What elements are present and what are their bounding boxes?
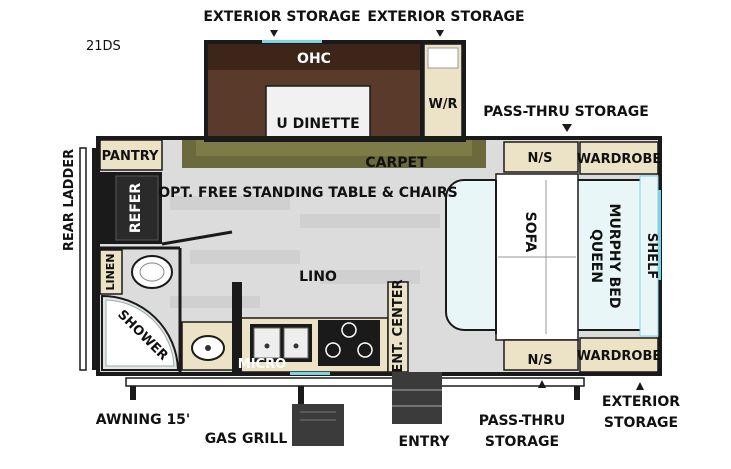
pantry-label: PANTRY	[102, 149, 159, 164]
lino-label: LINO	[299, 269, 337, 285]
ent-center-label: ENT. CENTER	[391, 279, 406, 372]
carpet-label: CARPET	[365, 155, 427, 171]
kitchen	[232, 281, 409, 373]
gas-grill	[292, 404, 344, 446]
carpet-front-inner	[196, 140, 472, 156]
refer-door	[115, 175, 159, 241]
slideout-edge	[204, 138, 466, 142]
ohc-cabinet	[208, 44, 420, 70]
nightstand-bottom	[503, 339, 579, 371]
entry-steps	[392, 372, 442, 424]
exterior-storage-top-right-label: EXTERIOR STORAGE	[367, 9, 524, 25]
toilet-bowl	[139, 262, 165, 282]
arrow-down-storage-right-icon	[436, 30, 444, 37]
floor-planks	[170, 196, 440, 308]
bath-door	[161, 230, 233, 246]
exterior	[125, 372, 585, 446]
rear-ladder	[79, 147, 87, 371]
front-section	[262, 40, 661, 375]
wardrobe-bottom-label: WARDROBE	[577, 349, 661, 364]
rear-ladder-label: REAR LADDER	[62, 149, 77, 251]
awning-label: AWNING 15'	[96, 412, 190, 428]
drain-left-icon	[264, 343, 270, 349]
sink-basin-right	[283, 327, 309, 359]
burners-icon	[325, 322, 373, 358]
refer-label: REFER	[128, 183, 144, 233]
wardrobe-top	[579, 141, 659, 175]
awning-arm-left	[130, 386, 136, 400]
pass-thru-storage-top-label: PASS-THRU STORAGE	[483, 104, 649, 120]
grill-mount	[298, 386, 304, 404]
wr-drawer	[427, 47, 459, 69]
rear-bumper	[92, 148, 96, 370]
awning-arm-right	[574, 386, 580, 400]
ns-bottom-label: N/S	[528, 353, 553, 368]
drain-right-icon	[293, 343, 299, 349]
arrow-down-storage-left-icon	[270, 30, 278, 37]
nightstand-top	[503, 141, 579, 173]
rear-section	[79, 139, 239, 372]
arrow-down-passthru-icon	[562, 124, 572, 132]
shelf-label: SHELF	[644, 233, 659, 279]
queen-label: QUEEN	[588, 229, 604, 283]
murphy-bed-label: MURPHY BED	[606, 204, 622, 309]
sofa-label: SOFA	[522, 212, 538, 253]
storage-label: STORAGE	[604, 415, 678, 431]
opt-table-label: OPT. FREE STANDING TABLE & CHAIRS	[158, 185, 457, 201]
kitchen-wall	[232, 282, 242, 372]
shower-pan	[105, 299, 175, 367]
arrows	[270, 30, 644, 390]
arrow-up-passthru-icon	[538, 380, 546, 388]
wardrobe-bottom	[579, 337, 659, 373]
arrow-up-storage-icon	[636, 382, 644, 390]
exterior-storage-top-left-label: EXTERIOR STORAGE	[203, 9, 360, 25]
model-label: 21DS	[86, 39, 121, 54]
gas-grill-label: GAS GRILL	[205, 431, 288, 447]
exterior-label: EXTERIOR	[602, 394, 680, 410]
pantry	[99, 139, 163, 171]
pass-thru-storage-label: STORAGE	[485, 434, 559, 450]
sink-basin-left	[253, 327, 281, 359]
stove	[318, 320, 380, 366]
pass-thru-label: PASS-THRU	[479, 413, 566, 429]
window-bottom	[290, 372, 330, 375]
ohc-label: OHC	[297, 51, 331, 67]
micro-label: MICRO	[238, 357, 286, 372]
linen-label: LINEN	[104, 253, 117, 290]
ns-top-label: N/S	[528, 151, 553, 166]
toilet-icon	[131, 255, 173, 289]
window-front	[658, 190, 661, 280]
u-dinette-label: U DINETTE	[276, 116, 359, 132]
entry-label: ENTRY	[399, 434, 451, 450]
wr-label: W/R	[428, 97, 457, 112]
wardrobe-top-label: WARDROBE	[577, 152, 661, 167]
window-top	[262, 40, 322, 43]
bath-drain-icon	[205, 345, 211, 351]
awning	[125, 377, 585, 387]
linen-cabinet	[99, 249, 123, 295]
